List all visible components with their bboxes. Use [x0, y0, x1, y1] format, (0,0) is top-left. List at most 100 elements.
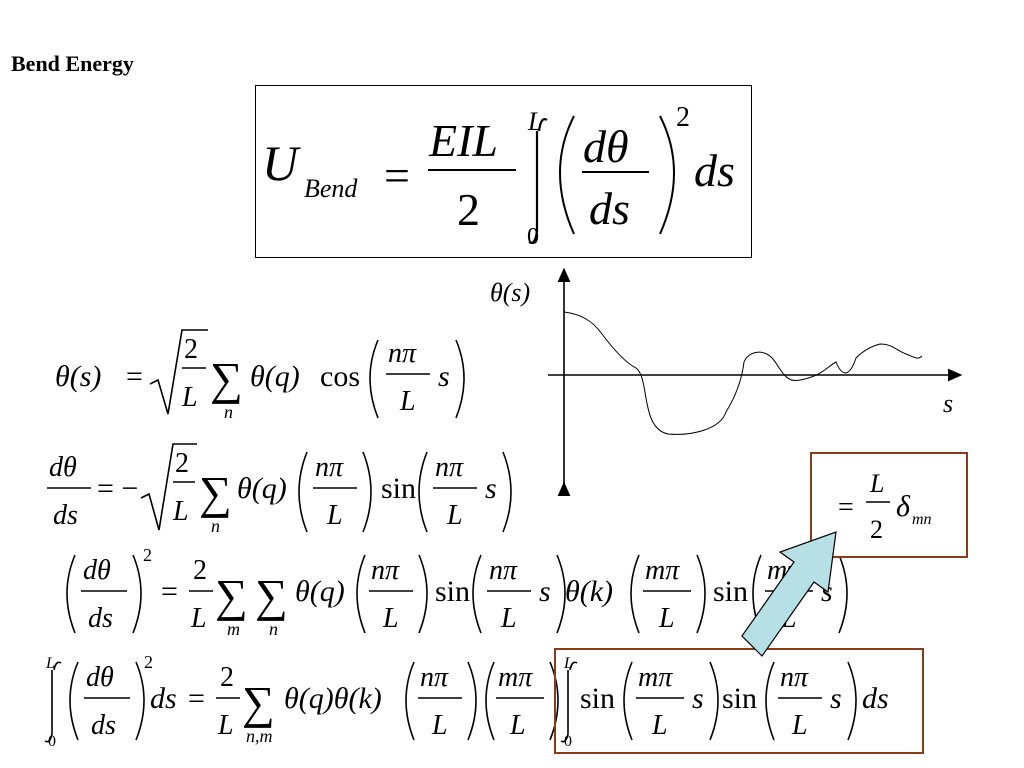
eq4-fac1-paren-left — [405, 661, 415, 741]
eq1-func: cos — [320, 360, 360, 393]
equation-dtheta-ds: dθ ds = − 2 L ∑ n θ(q) nπ L sin nπ L s — [47, 443, 512, 536]
eq2-sqrt-den: L — [172, 496, 189, 527]
eq4-sum-sub: n,m — [246, 726, 273, 746]
eq3-lhs-den: ds — [88, 603, 113, 634]
eq4-arg1-paren-left — [623, 661, 633, 741]
eq4-arg1-tail: s — [692, 682, 704, 715]
arrow-up-right-icon — [741, 531, 837, 657]
eq2-coef: θ(q) — [237, 472, 287, 505]
eq4-fac1-den: L — [431, 710, 448, 741]
eq4-fac2-den: L — [509, 710, 526, 741]
eq3-coef1: θ(q) — [295, 575, 345, 608]
eq4-tail: ds — [862, 682, 889, 715]
eq3-lhs-paren-right — [132, 554, 142, 634]
eq4-int2-upper: L — [563, 655, 573, 672]
eq3-arg1-paren-right — [556, 554, 566, 634]
eq4-arg1-num: mπ — [638, 662, 673, 693]
main-power: 2 — [676, 102, 690, 133]
eq3-fac2-den: L — [658, 603, 675, 634]
main-equation: U Bend = EIL 2 L 0 dθ ds 2 ds — [262, 102, 735, 250]
result-delta-sub: mn — [912, 511, 932, 528]
eq2-fac-num: nπ — [315, 452, 344, 483]
eq3-fac2-paren-right — [696, 554, 706, 634]
eq4-func1: sin — [580, 682, 615, 715]
graph-y-label: θ(s) — [490, 278, 530, 307]
main-paren-right — [659, 115, 675, 235]
eq2-lhs-den: ds — [53, 500, 78, 531]
eq4-int-upper: L — [45, 655, 55, 672]
eq3-arg1-den: L — [500, 603, 517, 634]
orthogonality-highlight-box — [554, 648, 924, 754]
eq4-lhs-tail: ds — [150, 682, 177, 715]
eq4-integral2-sign — [560, 661, 578, 743]
equation-theta-expansion: θ(s) = 2 L ∑ n θ(q) cos nπ L s — [55, 329, 465, 422]
eq1-equals: = — [126, 360, 143, 393]
eq4-func2: sin — [722, 682, 757, 715]
eq3-lhs-num: dθ — [83, 555, 111, 586]
main-lhs-sub: Bend — [304, 174, 358, 203]
eq1-sum: ∑ — [210, 353, 243, 404]
eq3-fac2-num: mπ — [645, 555, 680, 586]
main-equation-box: U Bend = EIL 2 L 0 dθ ds 2 ds — [255, 85, 752, 258]
eq4-arg2-num: nπ — [780, 662, 809, 693]
eq1-paren-left — [369, 339, 379, 419]
eq4-arg2-tail: s — [830, 682, 842, 715]
eq4-power: 2 — [144, 652, 153, 672]
eq3-sum2-sub: n — [269, 619, 278, 639]
eq3-c-den: L — [190, 603, 207, 634]
result-box: = L 2 δ mn — [810, 452, 968, 558]
eq4-int2-lower: 0 — [564, 733, 572, 750]
eq2-equals: = − — [97, 472, 138, 505]
eq3-sum2: ∑ — [255, 570, 288, 621]
main-equals: = — [384, 150, 410, 201]
eq4-sum: ∑ — [242, 677, 275, 728]
result-den: 2 — [870, 515, 883, 544]
eq4-fac1-paren-right — [467, 661, 477, 741]
eq3-lhs-paren-left — [66, 554, 76, 634]
eq4-equals: = — [188, 682, 205, 715]
eq4-arg2-paren-left — [765, 661, 775, 741]
eq3-coef2: θ(k) — [565, 575, 613, 608]
eq4-lhs-paren-left — [69, 661, 79, 741]
eq2-lhs-num: dθ — [49, 452, 77, 483]
eq2-arg-paren-right — [502, 451, 512, 533]
eq1-sqrt-sign — [149, 329, 208, 415]
eq2-fac-paren-left — [298, 451, 308, 533]
eq2-fac-paren-right — [362, 451, 372, 533]
main-frac-den: 2 — [457, 184, 480, 235]
eq3-arg1-tail: s — [539, 575, 551, 608]
result-equals: = — [838, 492, 854, 523]
eq2-arg-num: nπ — [435, 452, 464, 483]
eq4-coefs: θ(q)θ(k) — [284, 682, 382, 715]
eq2-arg-den: L — [446, 500, 463, 531]
eq3-arg1-num: nπ — [489, 555, 518, 586]
eq3-c-num: 2 — [193, 555, 207, 586]
eq1-sqrt-num: 2 — [184, 334, 198, 365]
eq1-arg-tail: s — [438, 360, 450, 393]
main-lhs: U — [262, 135, 301, 191]
eq2-sqrt-sign — [140, 443, 197, 531]
eq3-power: 2 — [143, 545, 152, 565]
eq4-arg1-den: L — [651, 710, 668, 741]
arrow-shape — [741, 531, 837, 657]
theta-graph: θ(s) s — [490, 268, 963, 496]
eq3-sum1-sub: m — [227, 619, 240, 639]
graph-curve — [563, 311, 923, 435]
result-delta: δ — [896, 490, 911, 523]
eq4-fac2-paren-left — [485, 661, 495, 741]
eq4-int-lower: 0 — [48, 733, 56, 750]
main-integral-sign — [528, 118, 548, 244]
eq3-fac1-paren-right — [418, 554, 428, 634]
main-int-lower: 0 — [527, 224, 539, 250]
eq1-sum-sub: n — [224, 402, 233, 422]
eq3-sum1: ∑ — [215, 570, 248, 621]
eq1-sqrt-den: L — [181, 382, 198, 413]
eq1-coef: θ(q) — [250, 360, 300, 393]
eq4-lhs-num: dθ — [86, 662, 114, 693]
eq2-sqrt-num: 2 — [175, 448, 189, 479]
eq4-fac2-paren-right — [549, 661, 559, 741]
main-frac-num: EIL — [428, 115, 498, 166]
eq4-lhs-paren-right — [135, 661, 145, 741]
eq2-arg-paren-left — [418, 451, 428, 533]
eq1-arg-den: L — [399, 386, 416, 417]
